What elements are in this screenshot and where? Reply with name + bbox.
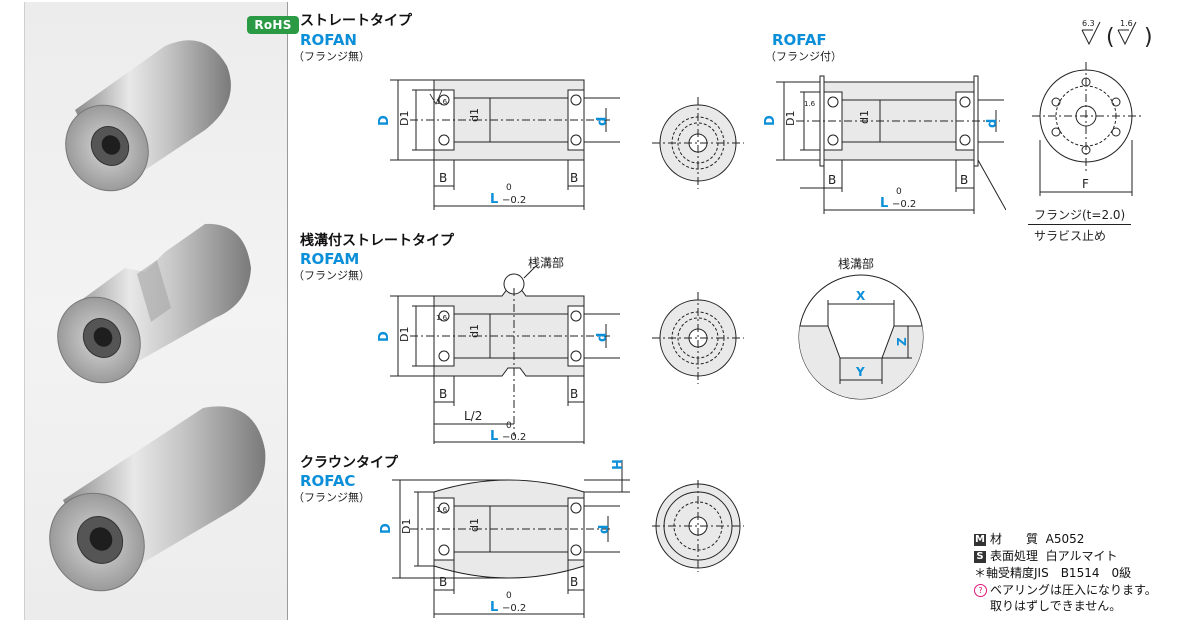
svg-text:d1: d1	[468, 518, 481, 532]
svg-text:D: D	[763, 115, 778, 126]
svg-text:D1: D1	[784, 111, 797, 126]
svg-text:L: L	[880, 196, 888, 211]
svg-text:F: F	[1082, 177, 1089, 191]
svg-text:(: (	[1106, 25, 1115, 50]
surface-value: 白アルマイト	[1045, 549, 1118, 563]
svg-text:): )	[1144, 25, 1153, 50]
rofac-sub: （フランジ無）	[293, 491, 370, 504]
svg-text:D1: D1	[398, 327, 411, 342]
surface-label: 表面処理	[990, 549, 1039, 563]
svg-text:H: H	[611, 459, 626, 470]
rofam-end-view	[652, 292, 744, 384]
svg-text:1.6: 1.6	[436, 314, 448, 322]
rofan-sub: （フランジ無）	[293, 50, 370, 63]
rofac-model: ROFAC	[300, 472, 356, 490]
spec-press-note-2: 取りはずしできません。	[990, 599, 1122, 613]
svg-text:D: D	[377, 115, 392, 126]
material-value: A5052	[1045, 532, 1085, 546]
flange-note: フランジ(t=2.0) サラビス止め	[1028, 206, 1132, 246]
svg-text:1.6: 1.6	[436, 506, 448, 514]
rofam-sub: （フランジ無）	[293, 269, 370, 282]
svg-text:d: d	[597, 525, 612, 534]
photo-long-roller	[49, 406, 266, 592]
material-label: 材 質	[990, 532, 1039, 546]
svg-text:D: D	[379, 523, 394, 534]
svg-text:X: X	[856, 289, 866, 303]
svg-text:Y: Y	[855, 365, 865, 379]
svg-text:0: 0	[506, 183, 512, 193]
flange-note-line1: フランジ(t=2.0)	[1028, 206, 1132, 225]
rohs-badge: RoHS	[247, 16, 299, 34]
rofam-model: ROFAM	[300, 250, 360, 268]
svg-text:1.6: 1.6	[1120, 19, 1133, 28]
svg-text:B: B	[439, 387, 447, 401]
groove-type-title: 桟溝付ストレートタイプ	[300, 233, 454, 249]
svg-text:L: L	[490, 600, 498, 615]
svg-text:1.6: 1.6	[804, 100, 816, 108]
rofaf-end-view: F	[1032, 62, 1142, 196]
svg-text:d1: d1	[468, 324, 481, 338]
groove-detail-drawing: X Y Z	[798, 274, 924, 400]
rofam-side-drawing: D D1 d1 d 1.6 B B L/2 0 L −0.2	[377, 266, 620, 444]
photo-straight-roller	[65, 40, 231, 192]
svg-text:B: B	[570, 575, 578, 589]
svg-text:Z: Z	[895, 337, 909, 346]
svg-text:d1: d1	[468, 108, 481, 122]
product-photo-panel: RoHS	[24, 2, 299, 620]
spec-material: M 材 質 A5052	[974, 530, 1084, 547]
svg-text:d: d	[595, 117, 610, 126]
rofan-model: ROFAN	[300, 31, 357, 49]
rofan-side-drawing: D D1 d1 d 1.6 B B 0 L −0.2	[377, 79, 620, 210]
svg-text:D1: D1	[400, 519, 413, 534]
svg-text:D1: D1	[398, 111, 411, 126]
svg-text:B: B	[570, 387, 578, 401]
rofac-end-view	[652, 480, 744, 572]
svg-text:B: B	[960, 173, 968, 187]
svg-text:B: B	[439, 171, 447, 185]
groove-label: 桟溝部	[528, 256, 565, 270]
svg-text:0: 0	[506, 421, 512, 431]
groove-detail-title: 桟溝部	[838, 257, 875, 271]
surface-finish-symbol: 6.3 ( 1.6 )	[1081, 19, 1153, 50]
svg-text:−0.2: −0.2	[502, 432, 526, 443]
svg-text:−0.2: −0.2	[502, 195, 526, 206]
rofan-end-view	[652, 97, 744, 189]
svg-text:L: L	[490, 192, 498, 207]
svg-text:−0.2: −0.2	[892, 199, 916, 210]
rofaf-side-drawing: D D1 d1 d 1.6 B B 0 L −0.2	[763, 75, 1006, 214]
svg-text:d1: d1	[858, 110, 871, 124]
svg-text:6.3: 6.3	[1082, 19, 1095, 28]
caution-icon: ?	[974, 584, 987, 597]
rofac-side-drawing: D D1 d1 d H 1.6 B B 0 L −0.2	[379, 459, 630, 618]
rofaf-model: ROFAF	[772, 31, 827, 49]
material-badge-icon: M	[974, 533, 986, 546]
svg-text:−0.2: −0.2	[502, 603, 526, 614]
svg-text:B: B	[439, 575, 447, 589]
svg-text:B: B	[570, 171, 578, 185]
crown-type-title: クラウンタイプ	[300, 455, 398, 471]
spec-press-note: ?ベアリングは圧入になります。	[974, 581, 1157, 598]
svg-text:B: B	[828, 173, 836, 187]
svg-text:L/2: L/2	[464, 409, 482, 423]
svg-text:1.6: 1.6	[436, 98, 448, 106]
straight-type-title: ストレートタイプ	[300, 13, 412, 29]
spec-surface: S 表面処理 白アルマイト	[974, 547, 1118, 564]
rofaf-sub: （フランジ付）	[765, 50, 842, 63]
svg-text:d: d	[595, 333, 610, 342]
svg-text:D: D	[377, 331, 392, 342]
svg-text:0: 0	[506, 591, 512, 601]
press-note-line1: ベアリングは圧入になります。	[990, 583, 1157, 597]
flange-note-line2: サラビス止め	[1034, 229, 1107, 243]
svg-text:L: L	[490, 429, 498, 444]
svg-text:0: 0	[896, 187, 902, 197]
photo-grooved-roller	[57, 223, 251, 384]
svg-text:d: d	[985, 119, 1000, 128]
spec-bearing-note: ＊軸受精度JIS B1514 0級	[974, 566, 1132, 580]
surface-badge-icon: S	[974, 550, 986, 563]
